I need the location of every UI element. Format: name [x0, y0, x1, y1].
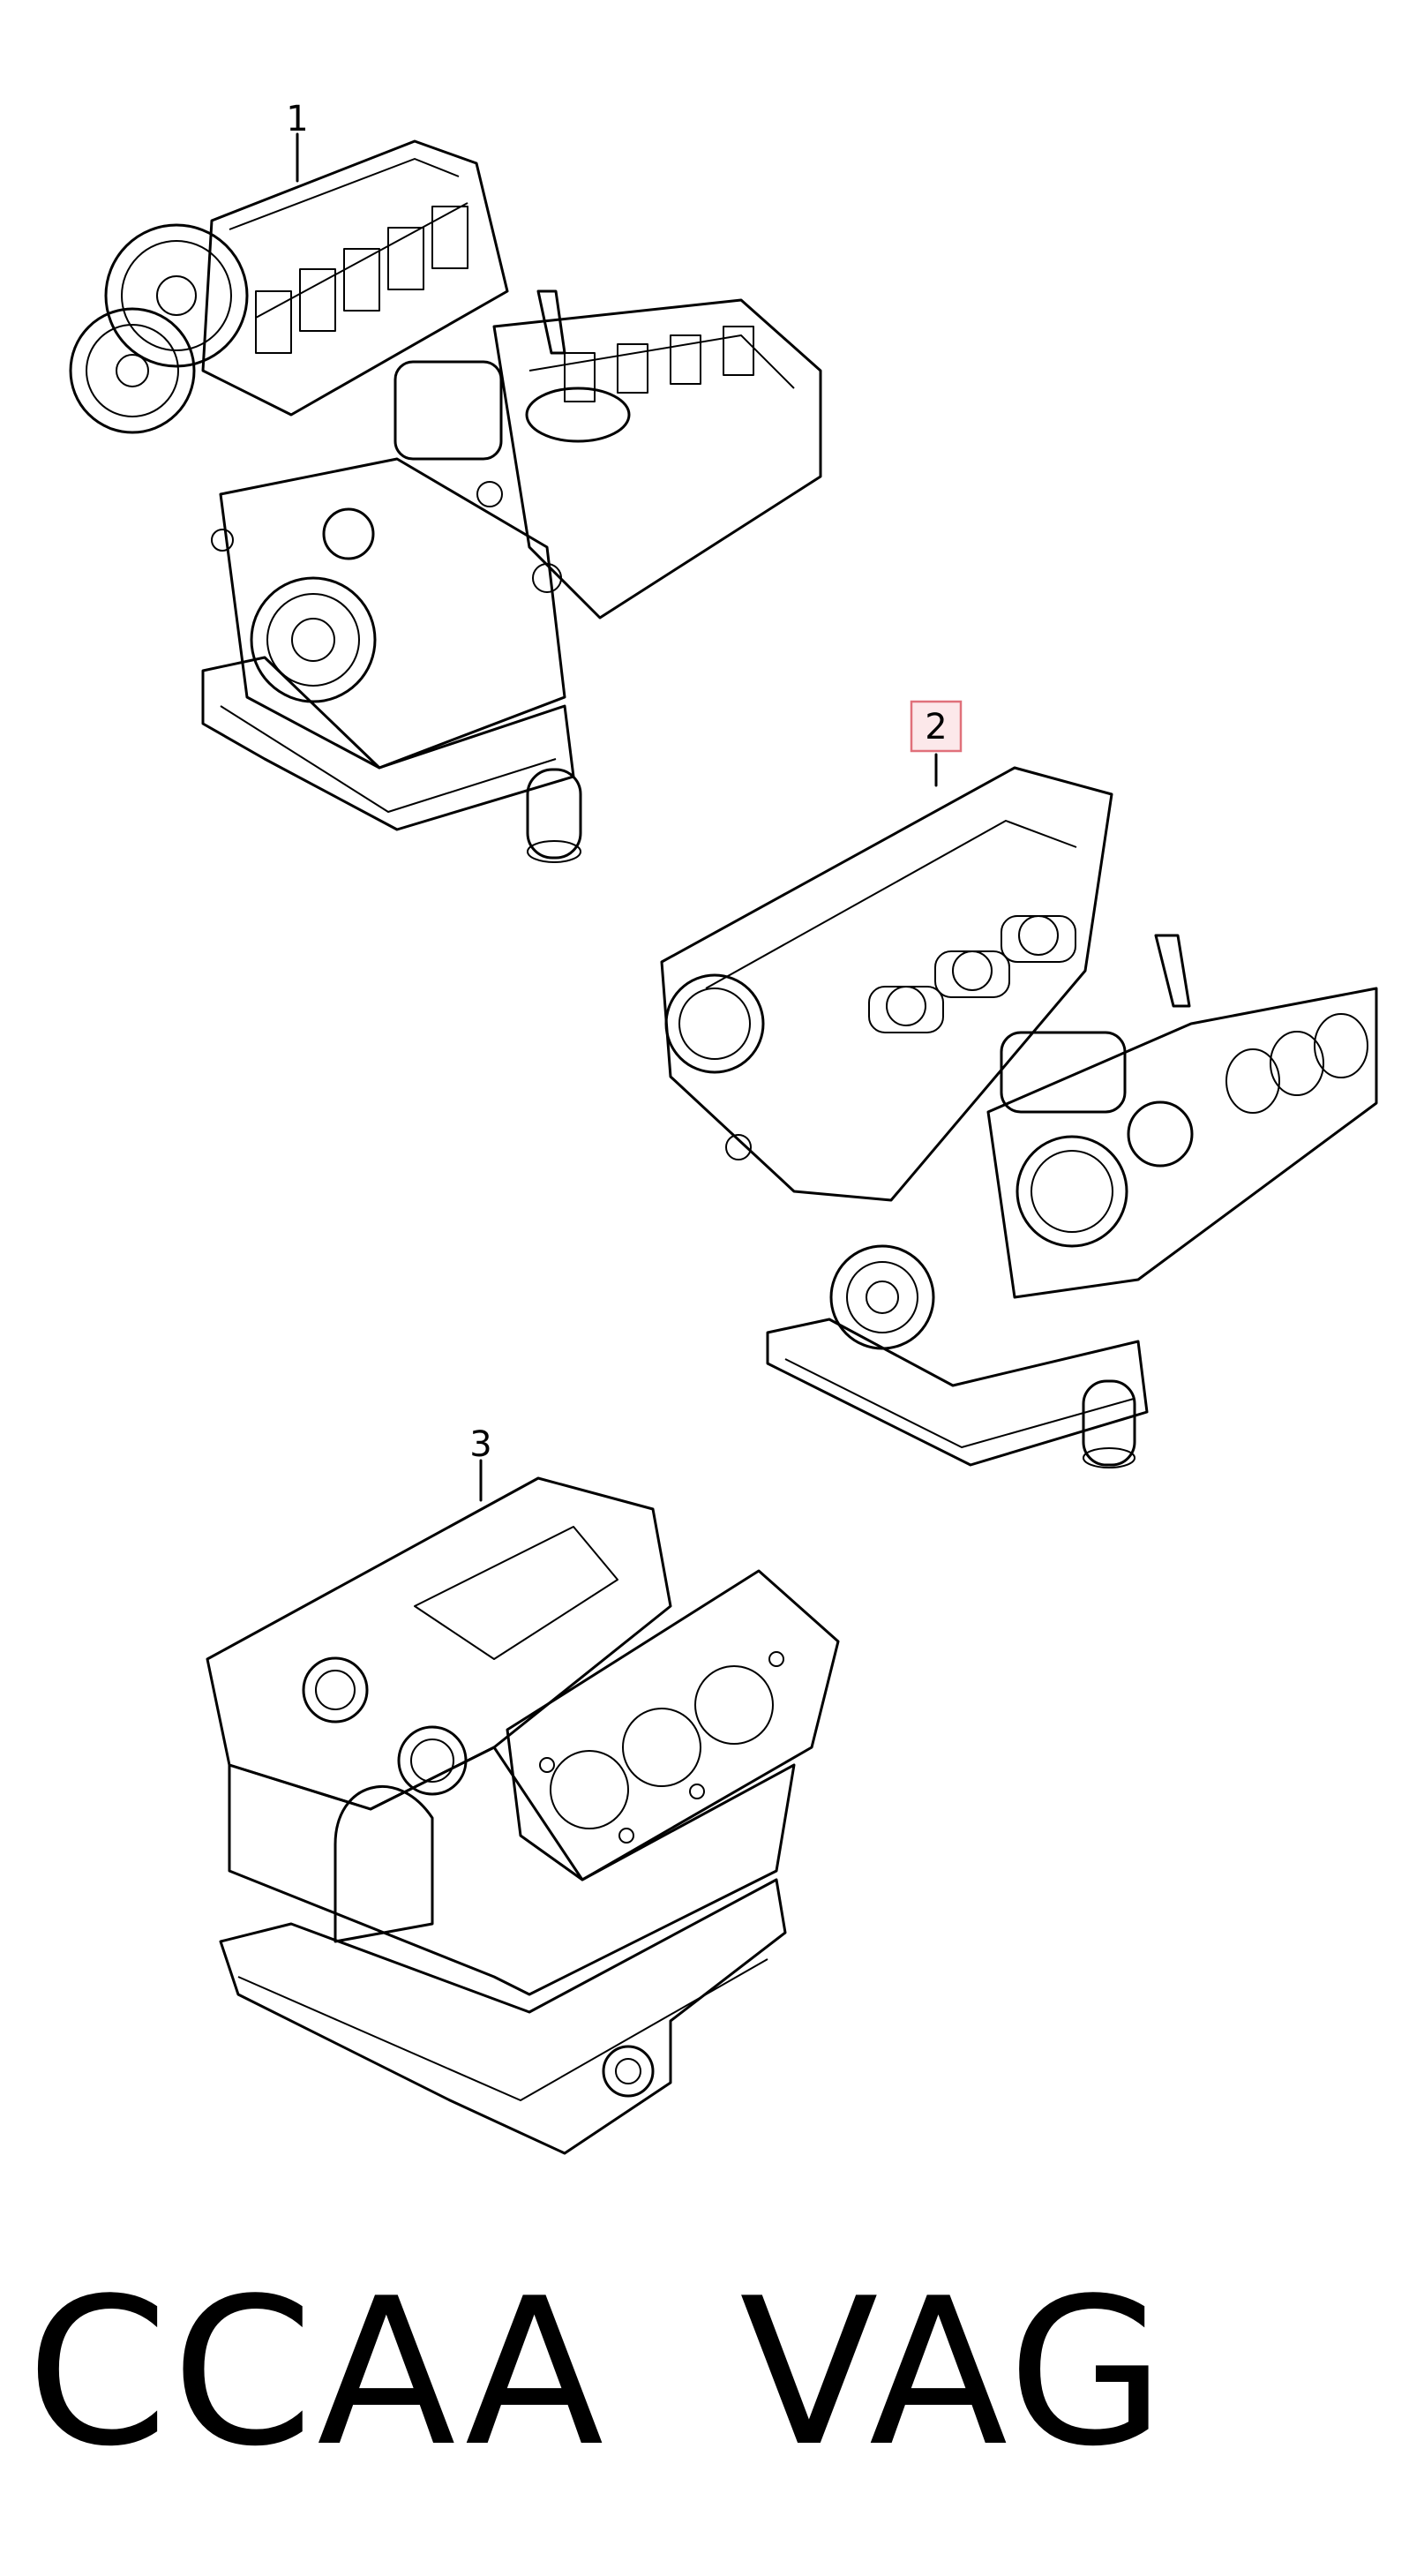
callout-3-label: 3	[469, 1424, 491, 1465]
part-1-complete-engine[interactable]	[69, 132, 822, 863]
callout-2-highlight-box[interactable]	[910, 700, 963, 753]
callout-2-label: 2	[925, 707, 947, 747]
part-3-short-block[interactable]	[206, 1459, 840, 2155]
engine-code-footer: CCAA VAG	[26, 2259, 1403, 2489]
part-2-long-block[interactable]	[660, 700, 1378, 1468]
brand-text: VAG	[739, 2256, 1169, 2491]
callout-1-label: 1	[286, 99, 308, 139]
engine-code-text: CCAA	[26, 2256, 608, 2491]
